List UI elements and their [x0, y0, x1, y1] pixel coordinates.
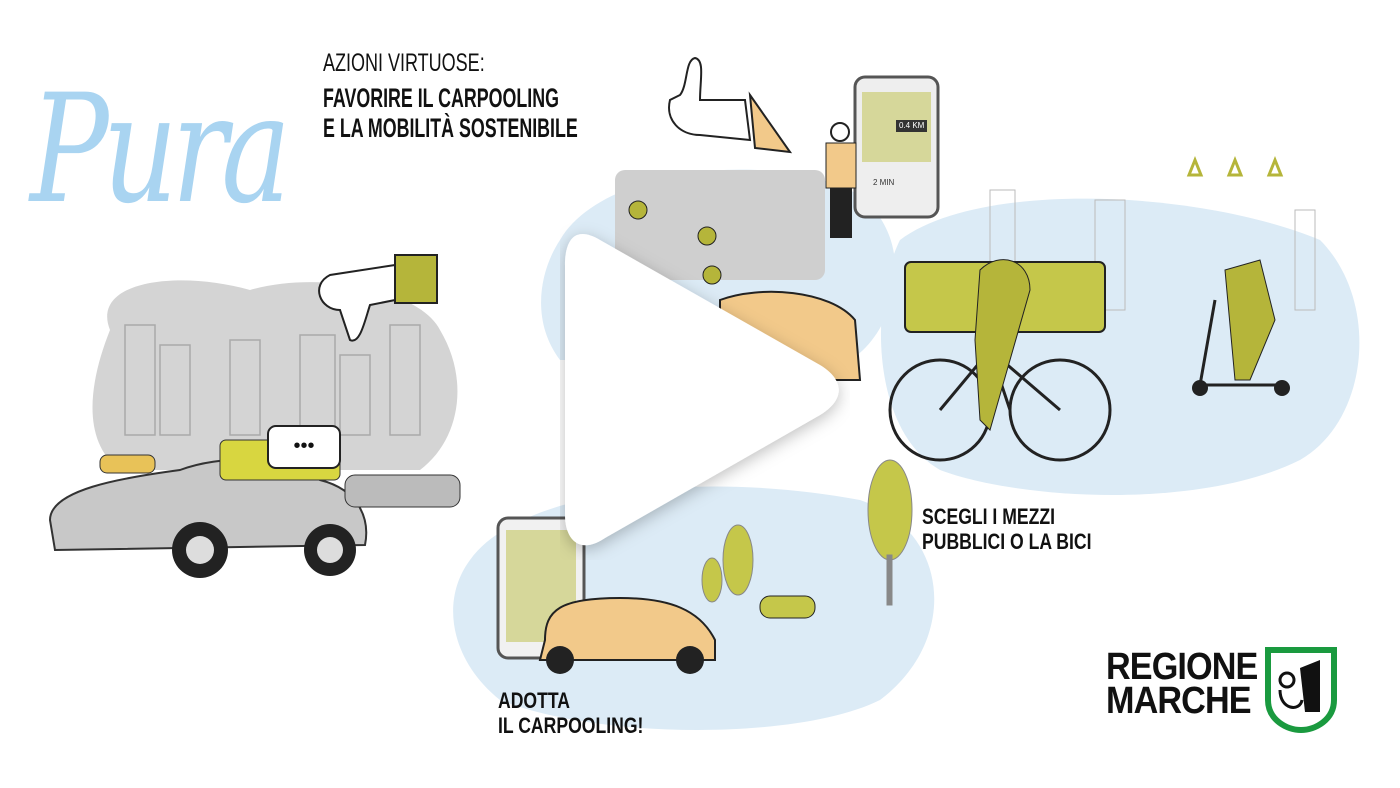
logo-text-regione: REGIONE	[1106, 646, 1258, 688]
caption-public-line2: PUBBLICI O LA BICI	[922, 529, 1092, 554]
play-icon	[565, 234, 839, 546]
play-button[interactable]	[560, 220, 850, 560]
phone-distance-label: 0.4 KM	[896, 120, 928, 132]
handles	[1186, 155, 1284, 177]
speech-bubble	[267, 425, 341, 469]
thumbs-down-icon	[318, 254, 438, 342]
caption-public-line1: SCEGLI I MEZZI	[922, 504, 1055, 529]
heading-kicker: AZIONI VIRTUOSE:	[323, 49, 485, 77]
regione-marche-shield-icon	[1265, 647, 1337, 734]
cyclist	[974, 259, 1031, 431]
grey-city	[124, 324, 421, 436]
person-with-phone	[825, 122, 857, 238]
caption-carpool-line2: IL CARPOOLING!	[498, 713, 644, 738]
logo-text-marche: MARCHE	[1106, 680, 1252, 722]
blue-blob-right	[880, 198, 1360, 496]
heading-line1: FAVORIRE IL CARPOOLING	[323, 83, 559, 113]
map-card	[615, 170, 825, 280]
scooter-rider	[1192, 259, 1290, 396]
speech-bubble-dots: •••	[293, 435, 315, 457]
pollution-cloud	[92, 280, 458, 470]
thumbs-up-icon	[668, 56, 793, 154]
yellow-car-bottom	[538, 596, 716, 661]
phone-eta-label: 2 MIN	[873, 178, 895, 187]
pura-script-logo: Pura	[30, 63, 291, 237]
trees	[701, 459, 913, 606]
caption-carpool-line1: ADOTTA	[498, 688, 571, 713]
right-city	[989, 189, 1316, 311]
small-green-car	[759, 595, 816, 619]
grey-car	[48, 458, 368, 578]
heading-line2: E LA MOBILITÀ SOSTENIBILE	[323, 113, 578, 143]
